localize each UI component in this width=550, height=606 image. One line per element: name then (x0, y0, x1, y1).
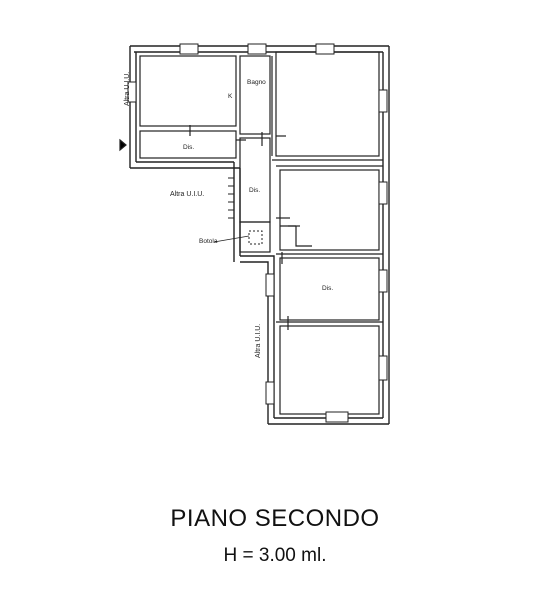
door-marks (119, 125, 300, 330)
window-right-4 (378, 355, 388, 381)
window-right-1 (378, 89, 388, 113)
wall-step (240, 255, 275, 424)
room-dis-corridor (139, 130, 237, 159)
door-tick-9 (119, 138, 127, 152)
window-left-2 (265, 381, 275, 405)
ceiling-height: H = 3.00 ml. (223, 545, 327, 566)
wall-divider-a (271, 56, 383, 161)
window-top-3 (315, 43, 335, 55)
windows (127, 43, 388, 423)
label-dis-hall: Dis. (249, 187, 260, 194)
room-botola (239, 221, 271, 253)
label-k: K (228, 93, 233, 100)
hatch-marks (228, 177, 234, 219)
room-dis-central (239, 137, 271, 223)
wall-left-mid (233, 162, 241, 262)
wall-notch (280, 225, 312, 247)
window-right-2 (378, 181, 388, 205)
outer-walls (129, 45, 390, 425)
window-top-2 (247, 43, 267, 55)
botola-symbol (248, 230, 263, 245)
window-left-3 (127, 81, 137, 103)
room-3 (279, 325, 380, 415)
label-altra-uiu-top: Altra U.I.U. (124, 72, 131, 106)
wall-left-top (129, 46, 137, 168)
window-left-1 (265, 273, 275, 297)
window-top-1 (179, 43, 199, 55)
room-2 (279, 169, 380, 251)
label-botola: Botola (199, 238, 218, 245)
botola-leader (213, 235, 250, 243)
room-1 (275, 51, 380, 157)
label-bagno: Bagno (247, 79, 266, 86)
wall-divider-b (276, 165, 383, 255)
window-right-3 (378, 269, 388, 293)
floor-title: PIANO SECONDO (170, 505, 380, 532)
room-bagno (239, 55, 271, 135)
room-kitchen (139, 55, 237, 127)
label-altra-uiu-bottom: Altra U.I.U. (255, 324, 262, 358)
label-dis-corridor: Dis. (183, 144, 194, 151)
label-dis-right: Dis. (322, 285, 333, 292)
wall-corridor-bottom (130, 161, 240, 169)
window-bottom-1 (325, 411, 349, 423)
label-altra-uiu-left: Altra U.I.U. (170, 191, 204, 198)
interior-walls (139, 51, 383, 415)
floor-plan: Altra U.I.U. Altra U.I.U. Altra U.I.U. B… (119, 43, 390, 425)
